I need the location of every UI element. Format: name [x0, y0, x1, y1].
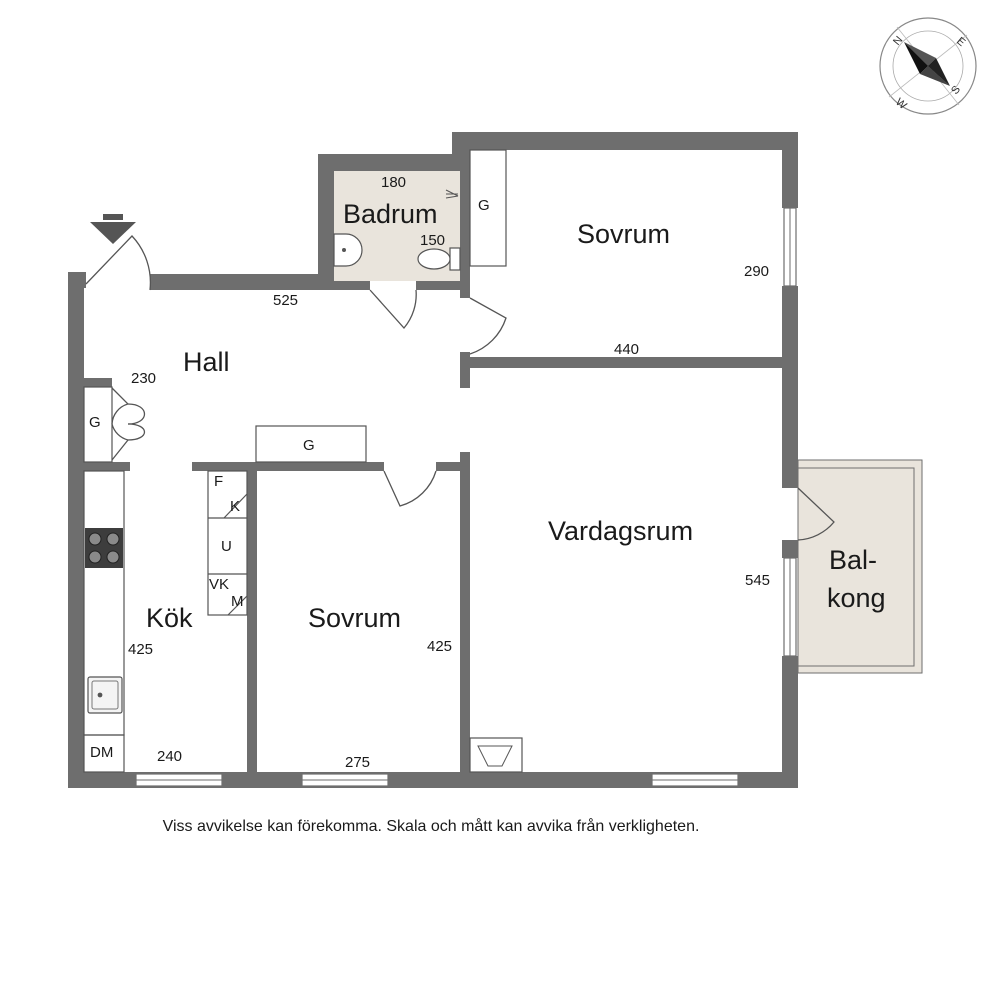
label-appliance-vk: VK	[209, 576, 229, 593]
shower-icon	[445, 189, 459, 199]
disclaimer-text: Viss avvikelse kan förekomma. Skala och …	[162, 818, 700, 835]
room-label-balkong-1: Bal-	[829, 545, 877, 575]
walls	[68, 132, 798, 788]
label-appliance-k: K	[230, 498, 240, 515]
dim-badrum-depth: 150	[420, 232, 445, 249]
dim-vardagsrum-depth: 545	[745, 572, 770, 589]
room-label-kok: Kök	[146, 603, 193, 633]
label-appliance-m: M	[231, 593, 244, 610]
fixtures	[83, 149, 523, 773]
bathroom-sink-icon	[333, 233, 363, 267]
balcony-area	[797, 459, 923, 674]
room-label-badrum: Badrum	[343, 199, 438, 229]
label-appliance-dm: DM	[90, 744, 113, 761]
label-wardrobe-closet: G	[89, 414, 101, 431]
room-label-vardagsrum: Vardagsrum	[548, 516, 693, 546]
doors	[85, 235, 835, 541]
label-appliance-u: U	[221, 538, 232, 555]
entrance-arrow-icon	[90, 214, 136, 244]
room-label-sovrum-top: Sovrum	[577, 219, 670, 249]
dim-closet: 230	[131, 370, 156, 387]
windows	[135, 207, 797, 787]
room-label-balkong-2: kong	[827, 583, 886, 613]
kitchen-sink-icon	[87, 676, 123, 714]
dim-sovrum-top-depth: 290	[744, 263, 769, 280]
dim-badrum-width: 180	[381, 174, 406, 191]
dim-sovrum-bottom-depth: 425	[427, 638, 452, 655]
label-appliance-f: F	[214, 473, 223, 490]
label-wardrobe-sovrum: G	[478, 197, 490, 214]
fireplace-icon	[469, 737, 523, 773]
room-label-hall: Hall	[183, 347, 230, 377]
balcony-rail	[798, 467, 915, 667]
dim-kok-width: 240	[157, 748, 182, 765]
stove-icon	[85, 528, 123, 568]
dim-hall-width: 525	[273, 292, 298, 309]
compass-icon: N E S W	[879, 17, 977, 115]
dim-kok-depth: 425	[128, 641, 153, 658]
label-wardrobe-hall: G	[303, 437, 315, 454]
dim-sovrum-bottom-width: 275	[345, 754, 370, 771]
dim-sovrum-top-width: 440	[614, 341, 639, 358]
room-label-sovrum-bottom: Sovrum	[308, 603, 401, 633]
toilet-icon	[417, 247, 461, 271]
